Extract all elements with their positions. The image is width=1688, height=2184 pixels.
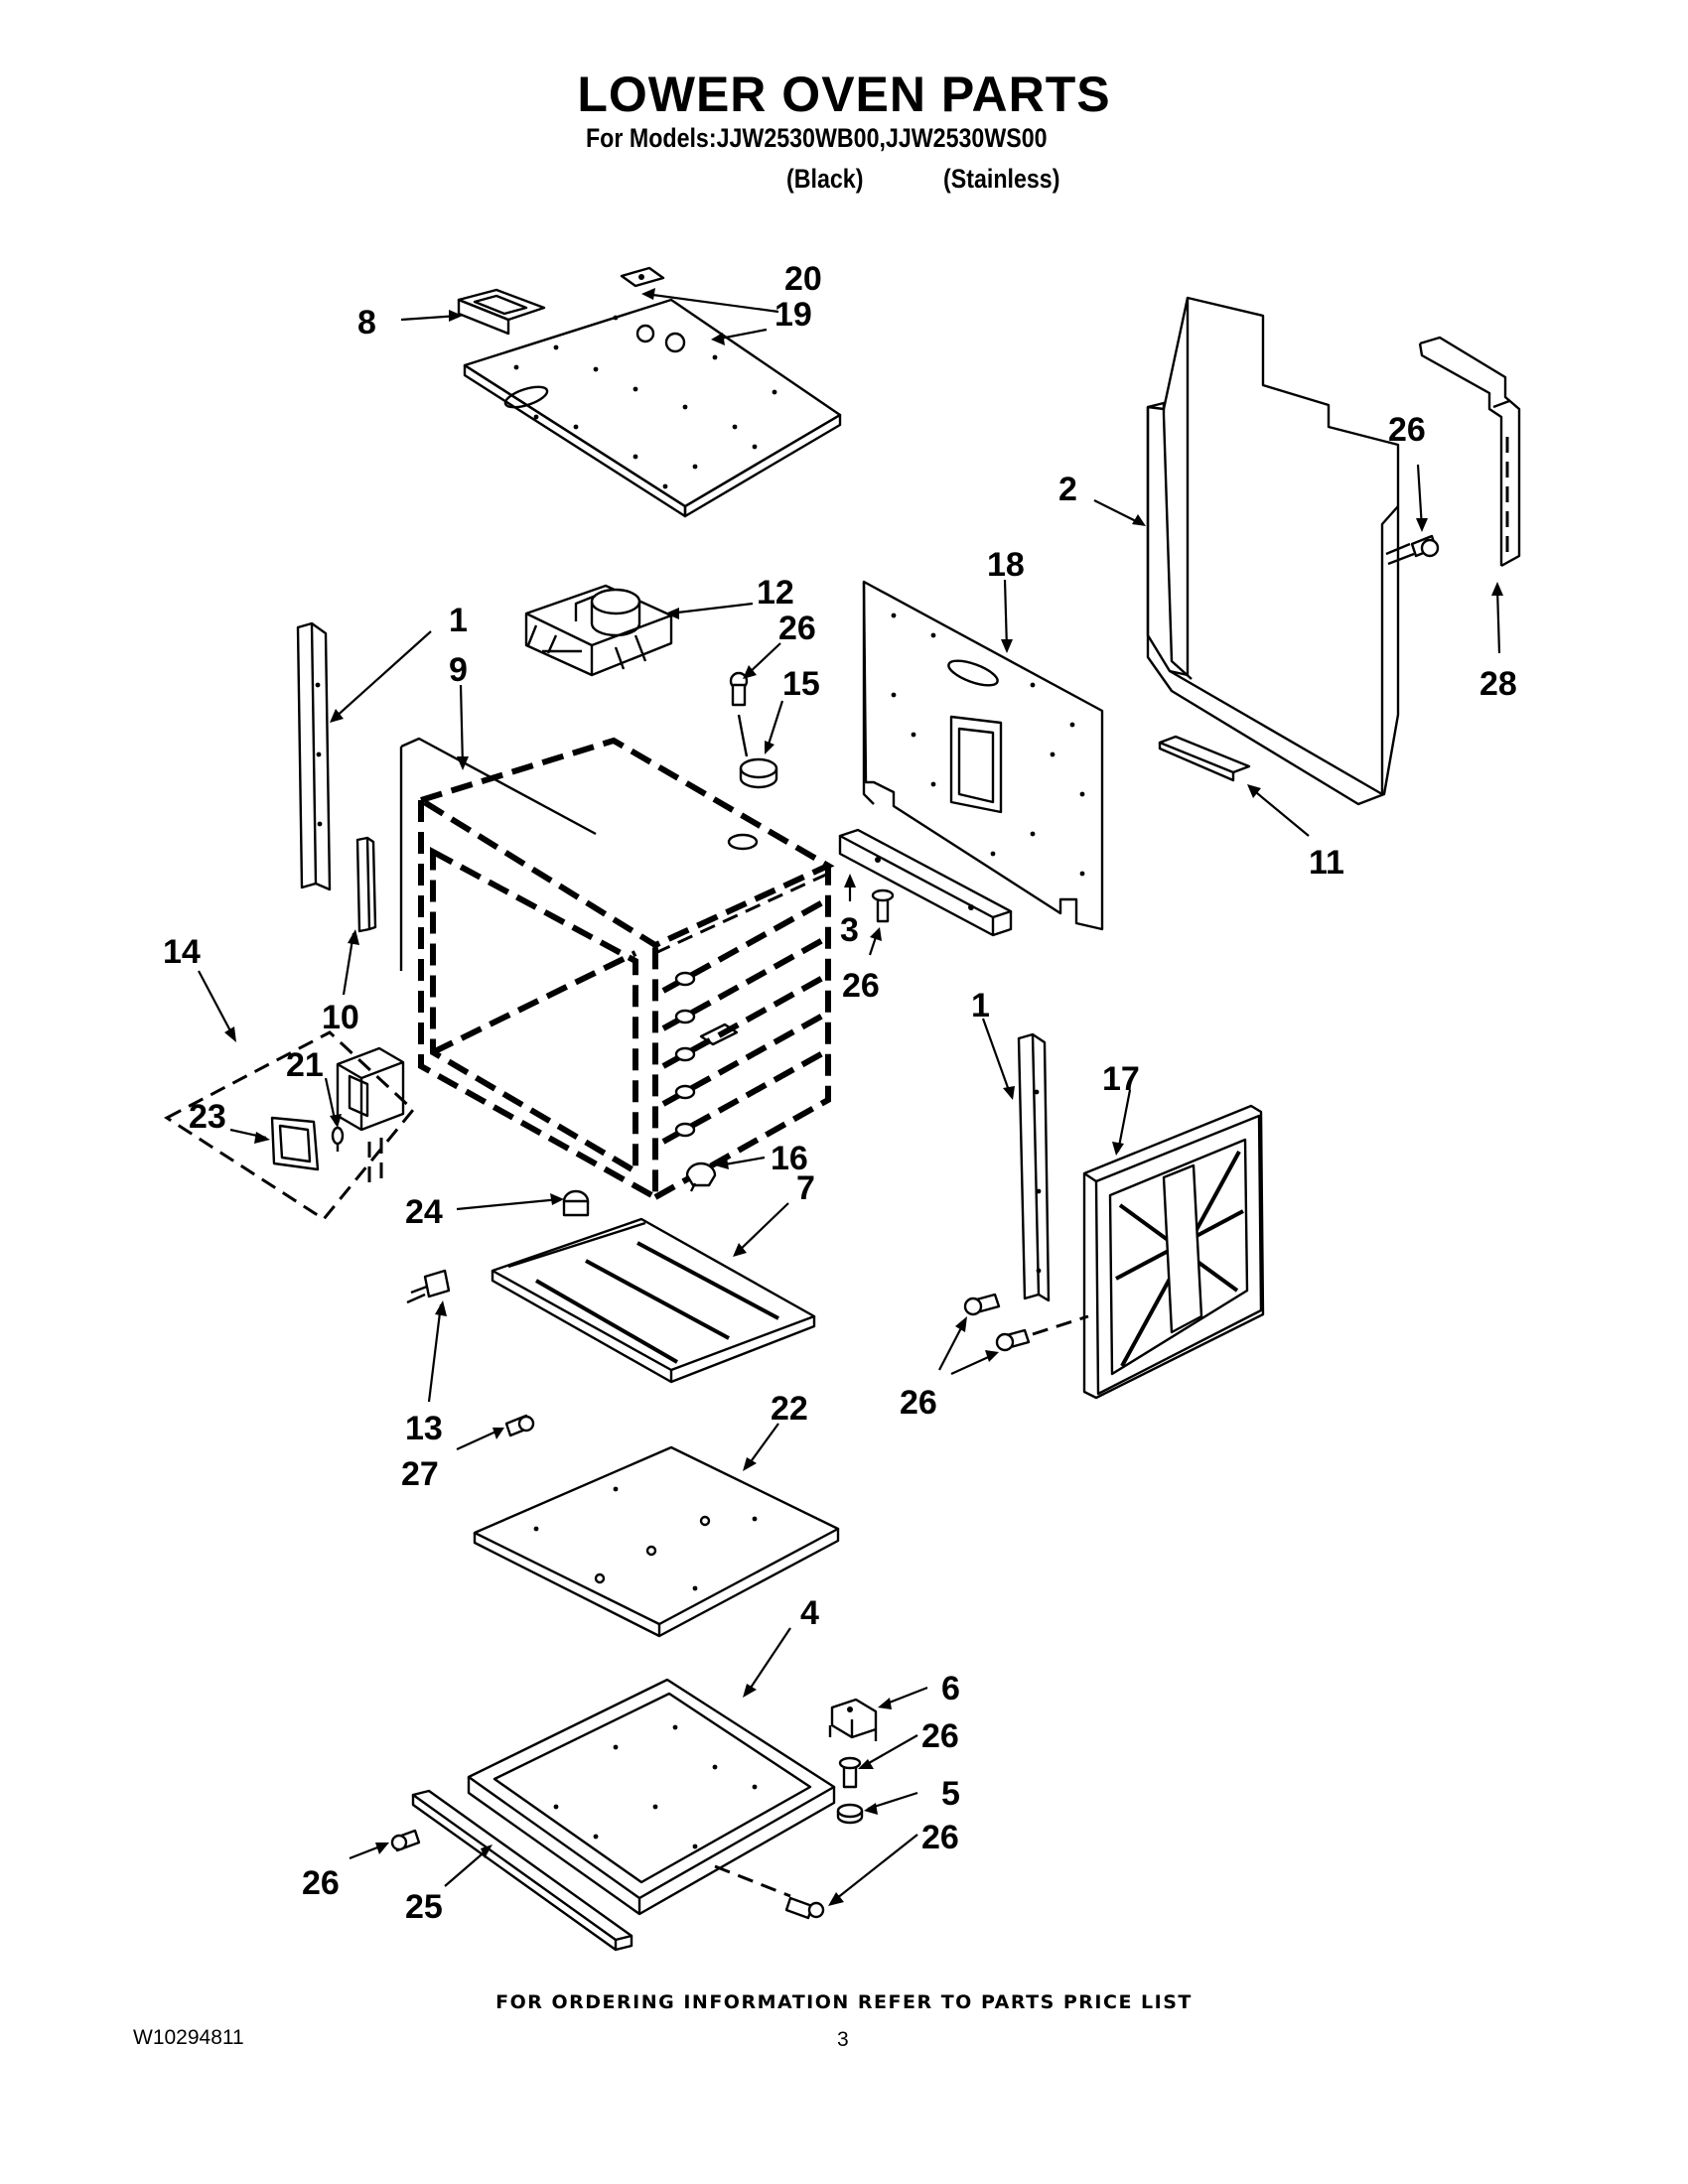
callout-12: 12 (757, 574, 794, 612)
callout-labels: 8 20 19 2 26 28 18 12 26 15 1 9 11 3 26 … (163, 260, 1517, 1926)
callout-23: 23 (189, 1098, 226, 1136)
callout-26-upper-right: 26 (1388, 411, 1426, 449)
callout-24: 24 (405, 1193, 443, 1231)
models-line: For Models:JJW2530WB00,JJW2530WS00 (586, 123, 1048, 153)
page-title: LOWER OVEN PARTS (577, 67, 1111, 122)
callout-7: 7 (796, 1169, 815, 1207)
callout-26-right: 26 (900, 1384, 937, 1422)
part-13-switch (406, 1269, 451, 1304)
callout-5: 5 (941, 1775, 960, 1813)
part-5-leveling-leg (836, 1803, 864, 1825)
part-8-bracket (457, 288, 546, 336)
callout-25: 25 (405, 1888, 443, 1926)
part-19-top-panel (463, 298, 842, 518)
part-7-tray (491, 1217, 816, 1384)
part-21-bulb (331, 1126, 345, 1152)
part-24-knob (562, 1189, 590, 1217)
callout-8: 8 (357, 304, 376, 341)
part-23-lens-cover (270, 1116, 320, 1171)
part-28-trim-strip (1418, 336, 1521, 568)
part-26-screw-bracket (838, 1756, 862, 1789)
callout-17: 17 (1102, 1060, 1140, 1098)
callout-26-motor: 26 (778, 610, 816, 647)
callout-21: 21 (286, 1046, 324, 1084)
callout-9: 9 (449, 651, 468, 689)
callout-15: 15 (782, 665, 820, 703)
part-4-bottom-frame (467, 1678, 836, 1916)
callout-13: 13 (405, 1410, 443, 1447)
part-26-screw-right-lower (995, 1314, 1089, 1352)
document-number: W10294811 (133, 2026, 244, 2049)
callout-22: 22 (771, 1390, 808, 1428)
part-11-small-bar (1158, 735, 1251, 782)
page-number: 3 (837, 2028, 849, 2051)
callout-14: 14 (163, 933, 201, 971)
part-9-oven-cavity (399, 737, 835, 1203)
part-26-screw-upper-right (1385, 534, 1440, 566)
callout-26-bottom-right: 26 (921, 1819, 959, 1856)
callout-6: 6 (941, 1670, 960, 1707)
part-3-rail (838, 828, 1013, 937)
callout-2: 2 (1058, 471, 1077, 508)
part-26-screw-rail (871, 888, 895, 923)
callout-16: 16 (771, 1140, 808, 1177)
part-20-gasket (620, 266, 665, 288)
part-22-bottom-panel (473, 1445, 840, 1638)
callout-26-rail: 26 (842, 967, 880, 1005)
callout-3: 3 (840, 911, 859, 949)
part-16-knob (685, 1161, 717, 1192)
part-1-strip-left (296, 621, 332, 891)
part-17-door-frame (1082, 1104, 1265, 1400)
callout-28: 28 (1479, 665, 1517, 703)
part-18-rear-panel (862, 580, 1104, 931)
callout-19: 19 (774, 296, 812, 334)
variant-stainless-label: (Stainless) (943, 164, 1060, 194)
leader-lines (198, 288, 1503, 1906)
part-25-front-trim (411, 1789, 633, 1952)
part-6-bracket (828, 1698, 878, 1741)
part-12-motor (524, 584, 673, 677)
callout-11: 11 (1309, 844, 1344, 882)
callout-18: 18 (987, 546, 1025, 584)
part-10-small-strip (355, 836, 377, 933)
callout-1-right: 1 (971, 987, 990, 1024)
callout-26-bottom-left: 26 (302, 1864, 340, 1902)
callout-1-left: 1 (449, 602, 468, 639)
variant-black-label: (Black) (786, 164, 864, 194)
part-27-screw (504, 1414, 535, 1437)
part-2-side-panel (1146, 296, 1400, 806)
part-26-screw-right-upper (963, 1293, 1001, 1316)
ordering-info-note: FOR ORDERING INFORMATION REFER TO PARTS … (495, 1991, 1193, 2013)
callout-27: 27 (401, 1455, 439, 1493)
callout-10: 10 (322, 999, 359, 1036)
callout-20: 20 (784, 260, 822, 298)
part-26-screw-bottom-left (390, 1829, 421, 1852)
callout-26-bracket: 26 (921, 1717, 959, 1755)
part-15-sensor (729, 671, 778, 789)
part-26-screw-bottom-right (714, 1864, 825, 1920)
part-1-strip-right (1017, 1032, 1051, 1302)
callout-4: 4 (800, 1594, 819, 1632)
